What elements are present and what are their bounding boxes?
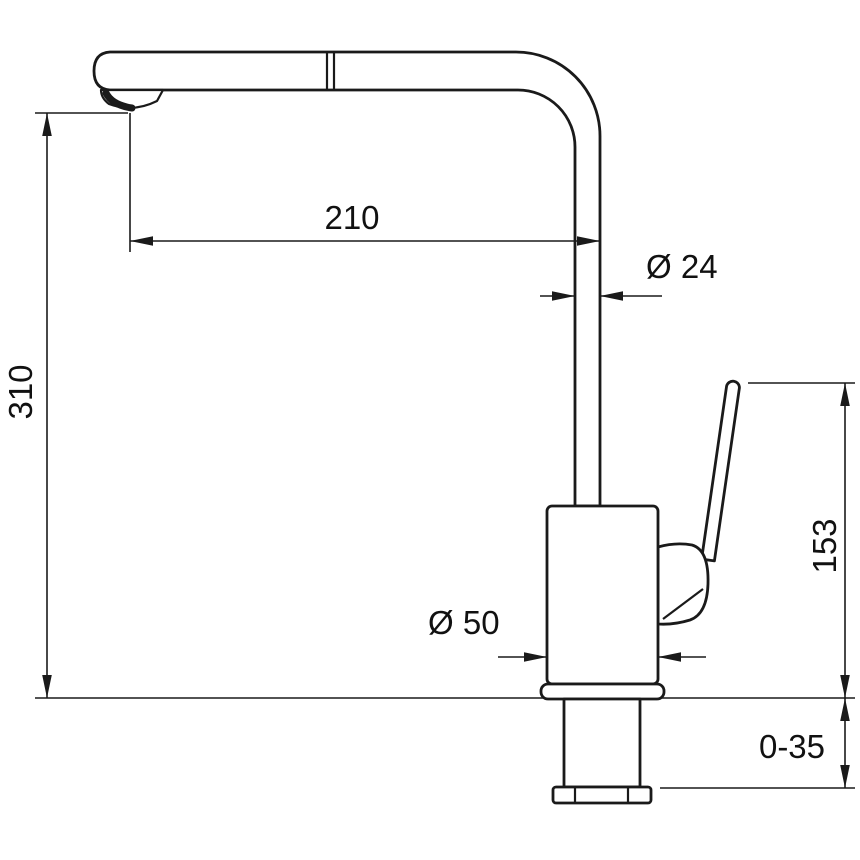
- faucet-body: [545, 504, 660, 686]
- dimension-handle-height: 153: [748, 382, 855, 698]
- dimension-label-dia24: Ø 24: [646, 248, 718, 285]
- arrowhead-bottom: [840, 675, 850, 698]
- arrowhead-top: [840, 383, 850, 406]
- arrowhead-left: [524, 652, 547, 662]
- handle-lever: [700, 379, 741, 563]
- mounting-shank: [562, 697, 642, 789]
- spout-and-riser-tube: [92, 50, 602, 508]
- mounting-nut: [551, 785, 653, 805]
- dimension-label-210: 210: [324, 199, 379, 236]
- dimension-label-310: 310: [2, 364, 39, 419]
- dimension-label-153: 153: [806, 518, 843, 573]
- arrowhead-top: [42, 113, 52, 136]
- handle-joint: [656, 542, 710, 626]
- arrowhead-right: [600, 291, 623, 301]
- dimension-label-dia50: Ø 50: [428, 604, 500, 641]
- base-flange: [539, 682, 666, 701]
- arrowhead-right: [658, 652, 681, 662]
- arrowhead-top: [840, 698, 850, 721]
- dimension-mounting-thickness: 0-35: [660, 698, 855, 789]
- arrowhead-right: [577, 236, 600, 246]
- dimension-label-0-35: 0-35: [759, 728, 825, 765]
- faucet-outline: [92, 50, 741, 805]
- dimension-body-diameter: Ø 50: [428, 604, 706, 662]
- dimension-tube-diameter: Ø 24: [540, 248, 718, 301]
- handle-joint-seam-line: [662, 588, 704, 620]
- aerator-shading: [102, 89, 136, 112]
- dimension-spout-reach: 210: [129, 113, 600, 252]
- arrowhead-left: [130, 236, 153, 246]
- arrowhead-bottom: [840, 765, 850, 788]
- arrowhead-left: [552, 291, 575, 301]
- arrowhead-bottom: [42, 675, 52, 698]
- dimension-total-height: 310: [2, 112, 128, 698]
